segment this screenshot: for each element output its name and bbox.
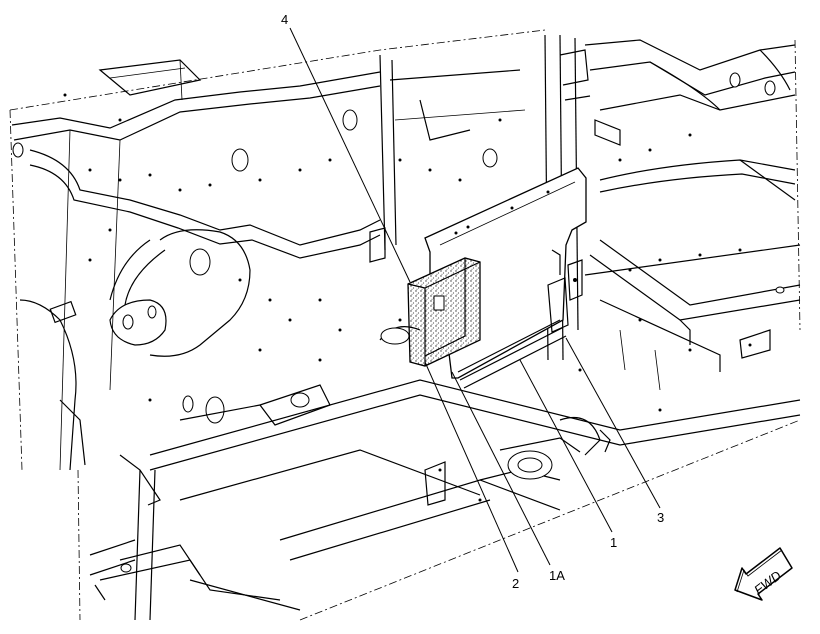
callout-3: 3 xyxy=(657,510,664,525)
callout-1: 1 xyxy=(610,535,617,550)
fwd-arrow: FWD xyxy=(734,547,793,601)
insulation-blanket xyxy=(379,257,481,367)
leader-lines xyxy=(289,27,661,573)
callout-1a: 1A xyxy=(549,568,565,583)
airframe-structure xyxy=(9,29,801,621)
callout-2: 2 xyxy=(512,576,519,591)
callout-4: 4 xyxy=(281,12,288,27)
